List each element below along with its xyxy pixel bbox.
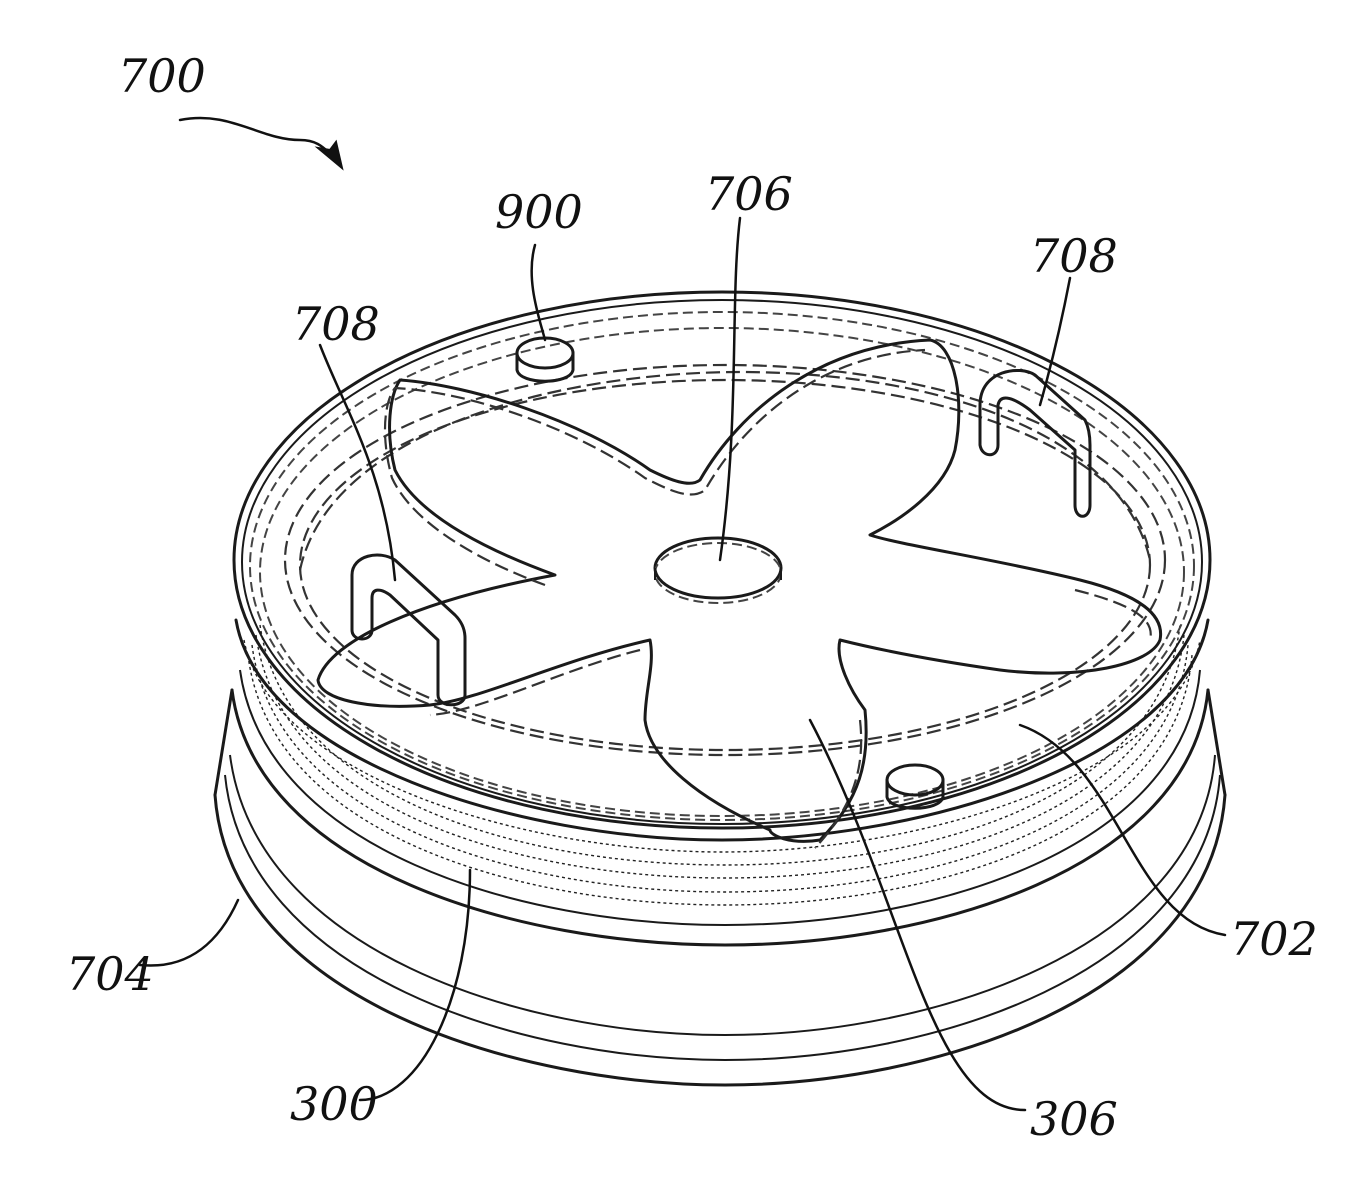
blade: [318, 340, 1161, 848]
label-300: 300: [290, 1077, 378, 1131]
label-702: 702: [1230, 912, 1318, 966]
label-306: 306: [1030, 1092, 1118, 1146]
center-opening: [655, 538, 781, 603]
slot-left: [352, 555, 465, 705]
label-708-left: 708: [292, 297, 380, 351]
lower-housing: [215, 625, 1225, 1085]
label-706: 706: [705, 167, 793, 221]
label-708-right: 708: [1030, 229, 1118, 283]
slot-right: [980, 370, 1090, 516]
pin-top: [517, 338, 573, 381]
label-704: 704: [66, 947, 154, 1001]
label-700: 700: [118, 49, 206, 103]
upper-rim: [234, 292, 1210, 852]
label-900: 900: [495, 185, 583, 239]
